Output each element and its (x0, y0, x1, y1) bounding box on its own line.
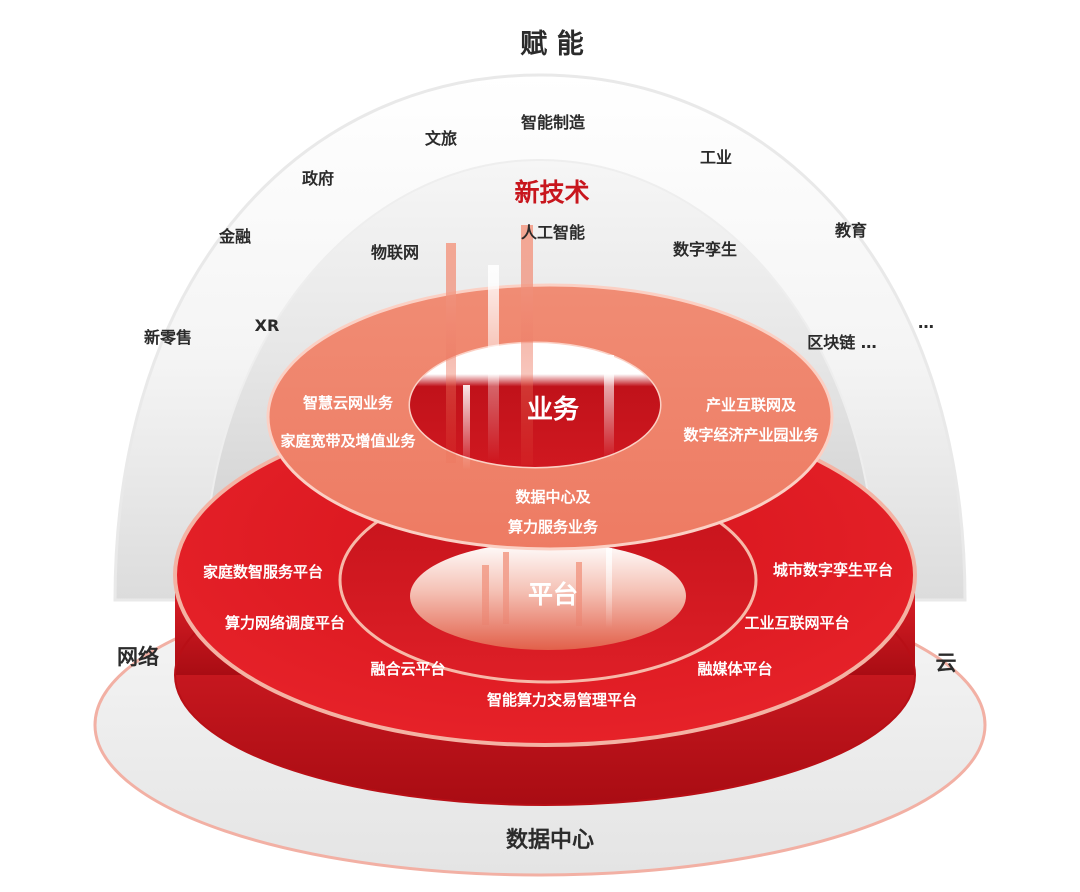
light-pillar (604, 355, 614, 460)
platform-item: 智能算力交易管理平台 (487, 691, 637, 709)
industry-label: 工业 (700, 148, 732, 167)
industry-label: 教育 (835, 221, 867, 240)
platform-title: 平台 (528, 580, 578, 609)
light-pillar (503, 552, 509, 624)
platform-item: 算力网络调度平台 (225, 614, 345, 632)
platform-item: 工业互联网平台 (744, 614, 849, 632)
business-title: 业务 (527, 395, 579, 425)
industry-label: 文旅 (425, 129, 457, 148)
light-pillar (576, 562, 582, 626)
light-pillar (606, 548, 612, 628)
business-item: 产业互联网及 (706, 396, 797, 414)
platform-core (410, 542, 686, 650)
network-label: 网络 (117, 645, 159, 669)
tech-title: 新技术 (514, 178, 589, 207)
industry-label: 金融 (218, 227, 251, 246)
business-item: 智慧云网业务 (303, 394, 394, 412)
platform-item: 家庭数智服务平台 (203, 563, 323, 581)
empower-title: 赋 能 (520, 28, 583, 60)
platform-item: 城市数字孪生平台 (773, 561, 893, 579)
tech-item: 人工智能 (521, 223, 585, 242)
light-pillar (482, 565, 489, 625)
industry-label: 新零售 (144, 328, 192, 347)
business-item: 算力服务业务 (508, 518, 599, 536)
industry-label: 智能制造 (521, 113, 586, 132)
tech-item: XR (255, 316, 280, 335)
cloud-label: 云 (936, 651, 957, 675)
light-pillar (463, 385, 470, 470)
tech-item: 物联网 (371, 243, 419, 262)
business-item: 家庭宽带及增值业务 (280, 432, 416, 450)
tech-item: 数字孪生 (673, 240, 737, 259)
tech-item: 区块链 … (807, 333, 877, 352)
light-pillar (521, 225, 533, 465)
light-pillar (488, 265, 499, 461)
industry-label: … (918, 313, 934, 332)
platform-item: 融合云平台 (370, 660, 445, 678)
business-item: 数字经济产业园业务 (683, 426, 819, 444)
platform-item: 融媒体平台 (697, 660, 772, 678)
datacenter-title: 数据中心 (506, 827, 594, 853)
industry-label: 政府 (302, 169, 334, 188)
business-hole (410, 343, 660, 467)
light-pillar (446, 243, 456, 463)
business-item: 数据中心及 (515, 488, 591, 506)
